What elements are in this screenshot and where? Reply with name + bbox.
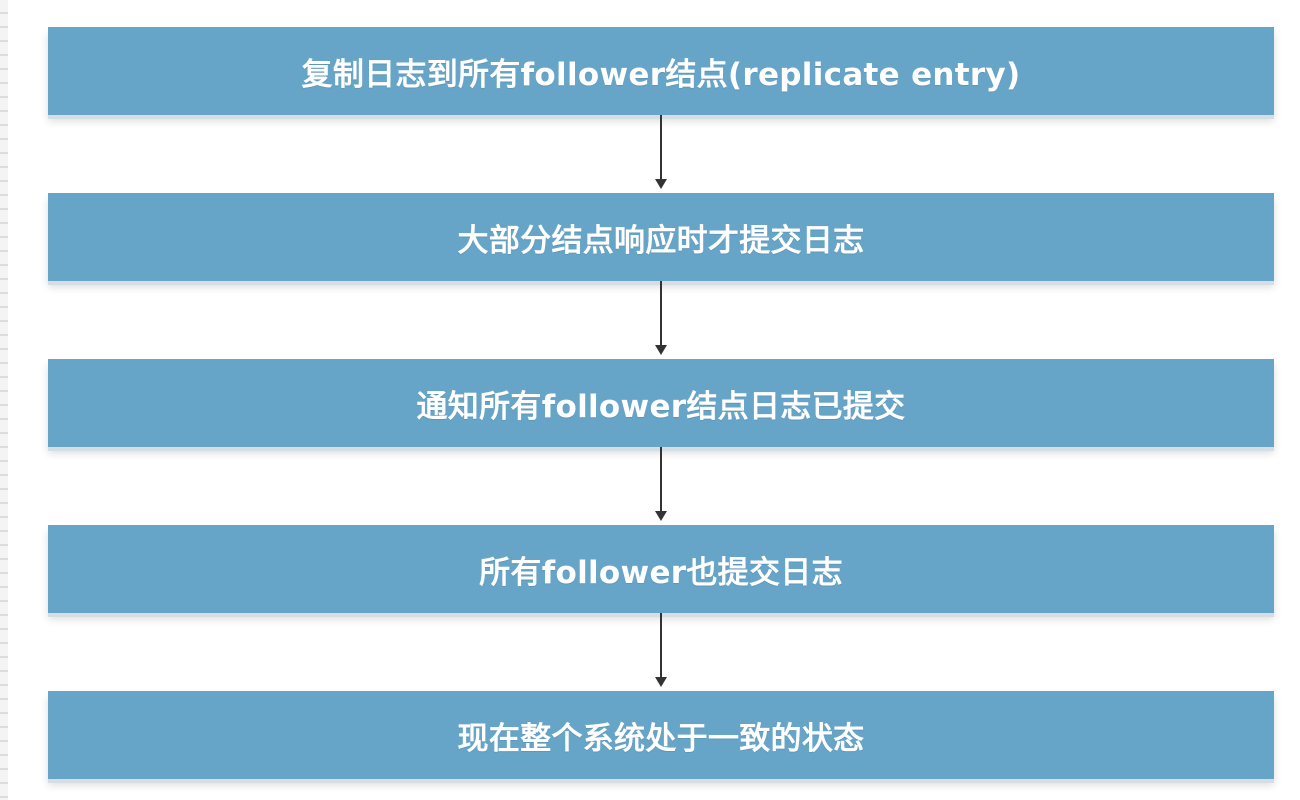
arrow-down-icon [655, 447, 667, 521]
flow-step-label: 大部分结点响应时才提交日志 [457, 222, 865, 259]
flow-step-label: 现在整个系统处于一致的状态 [457, 720, 865, 757]
flow-step-label: 复制日志到所有follower结点(replicate entry) [301, 56, 1021, 93]
flow-step-label: 所有follower也提交日志 [479, 554, 843, 591]
flow-step-label: 通知所有follower结点日志已提交 [416, 388, 906, 425]
arrow-down-icon [655, 613, 667, 687]
flow-step-notify-followers: 通知所有follower结点日志已提交 [48, 359, 1274, 447]
flow-step-replicate-entry: 复制日志到所有follower结点(replicate entry) [48, 27, 1274, 115]
left-edge-strip [0, 0, 8, 800]
arrow-down-icon [655, 281, 667, 355]
flow-step-followers-commit: 所有follower也提交日志 [48, 525, 1274, 613]
flow-step-system-consistent: 现在整个系统处于一致的状态 [48, 691, 1274, 779]
flow-step-majority-commit: 大部分结点响应时才提交日志 [48, 193, 1274, 281]
arrow-down-icon [655, 115, 667, 189]
